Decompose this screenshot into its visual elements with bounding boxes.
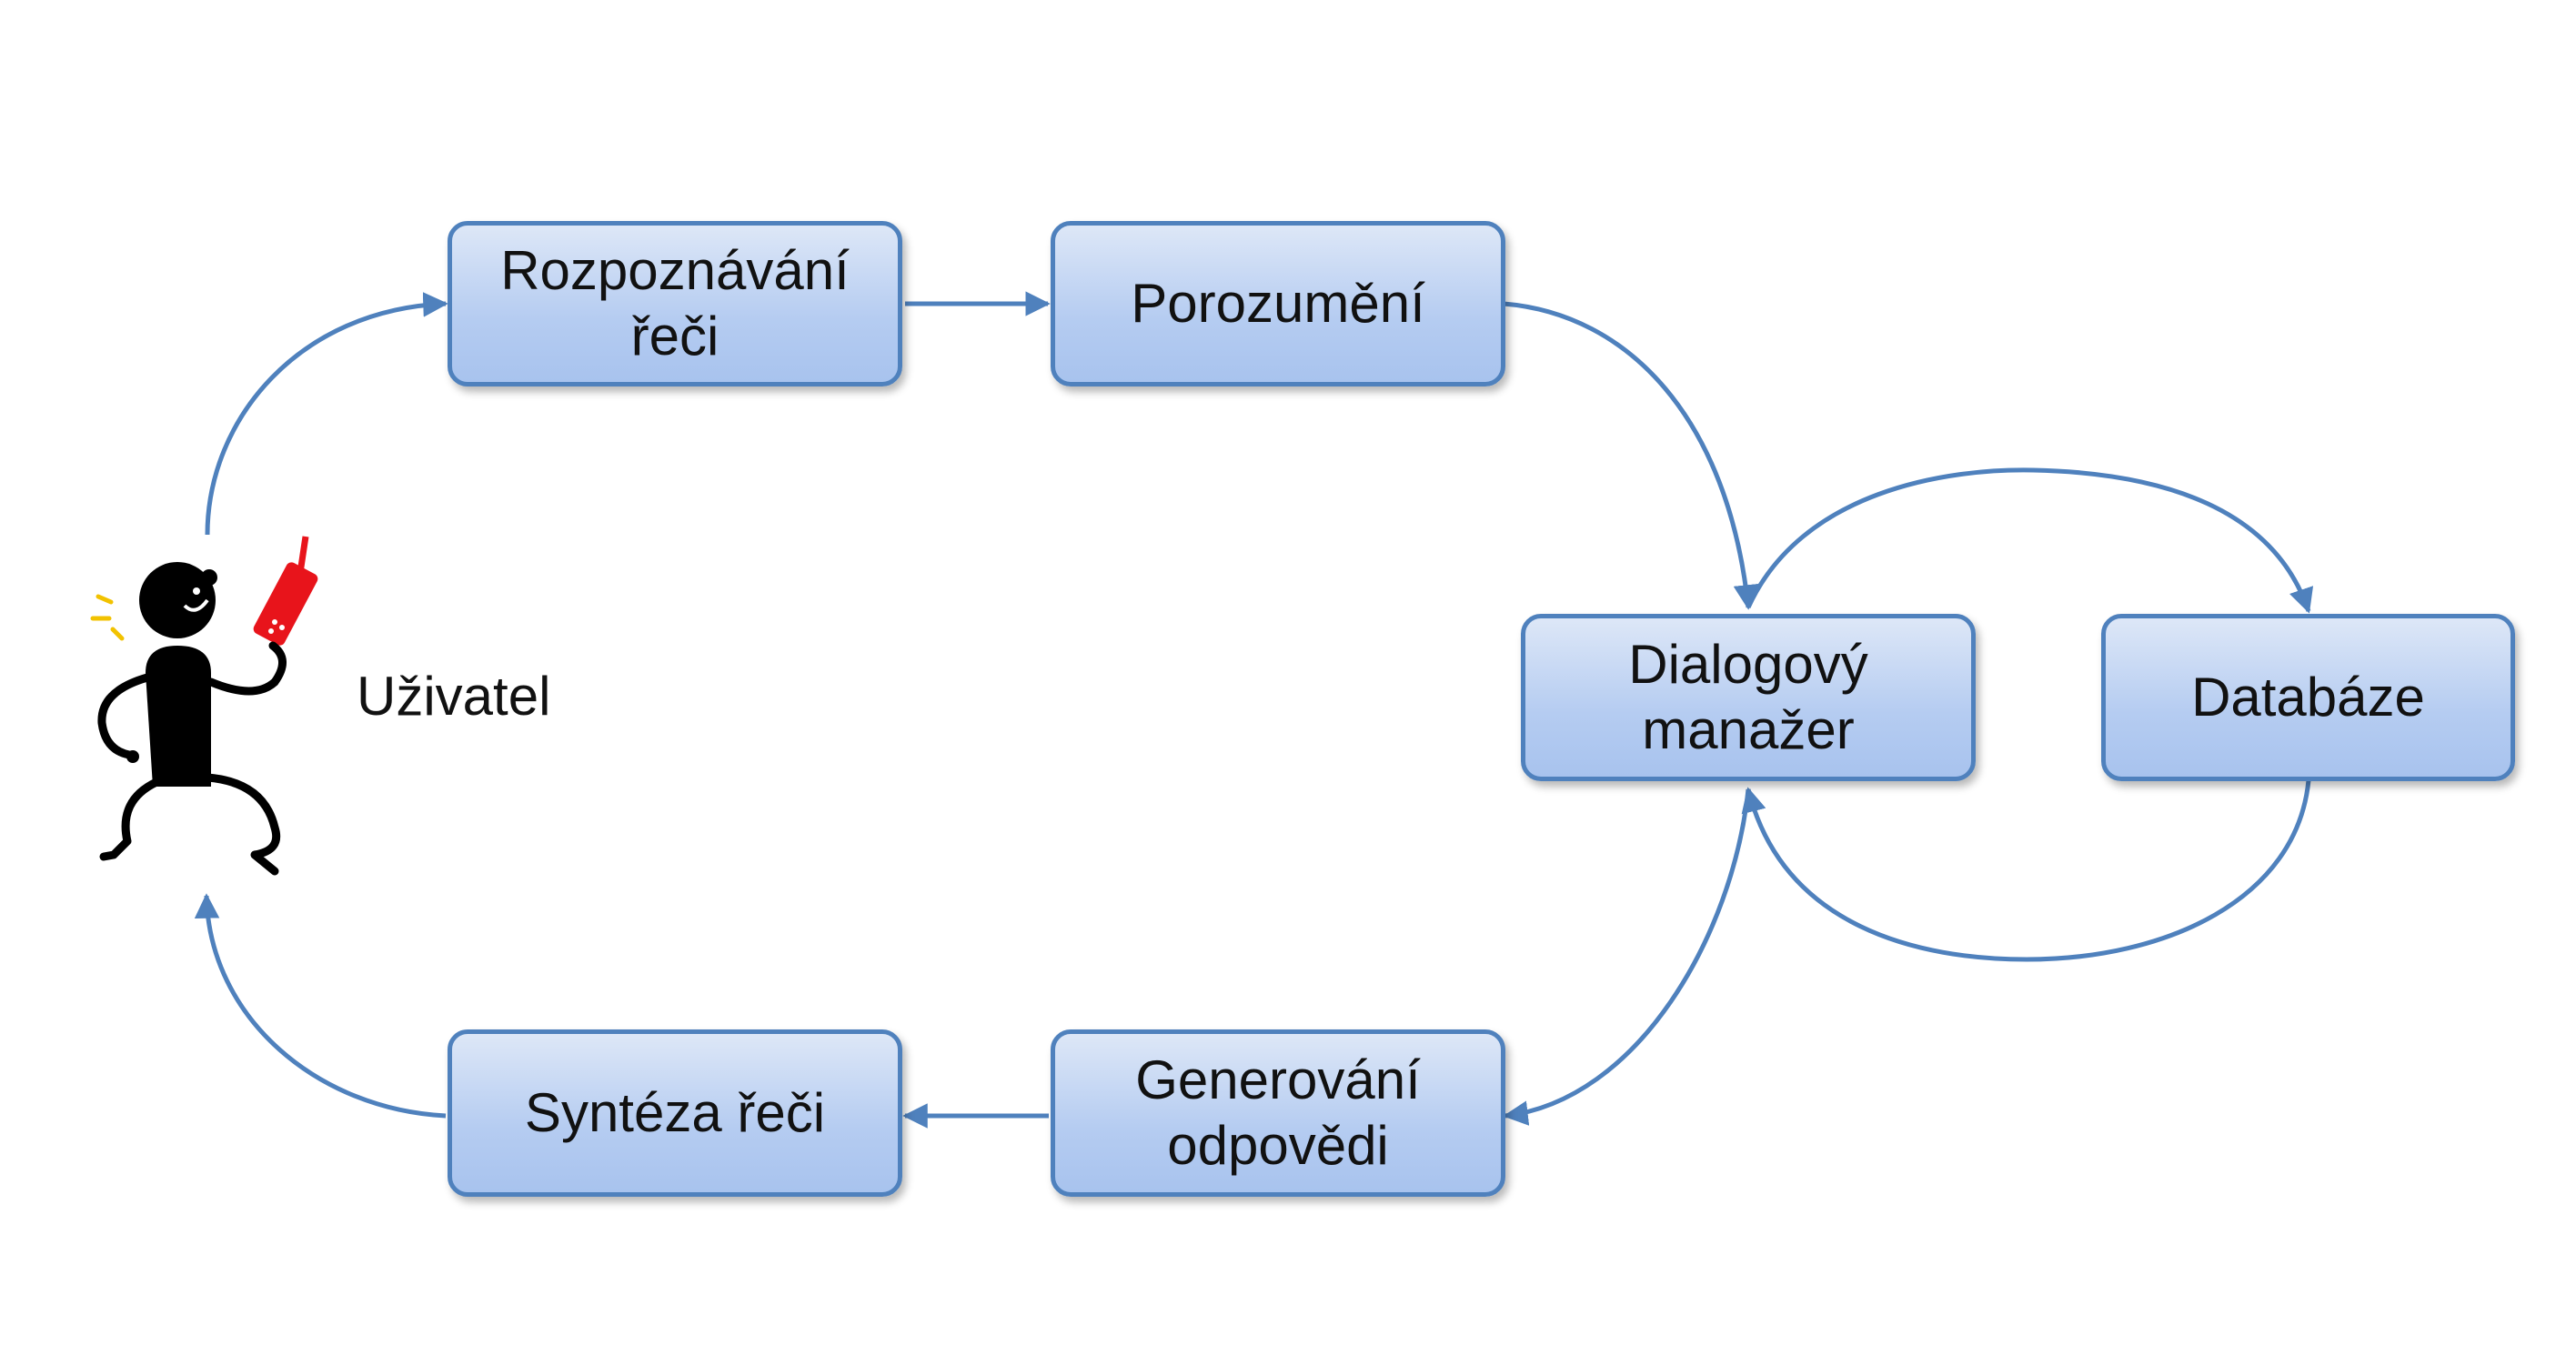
node-dialogue-manager: Dialogový manažer [1521, 614, 1976, 781]
phone-icon [253, 536, 318, 646]
edge-nlu-to-dm [1503, 301, 1759, 610]
edge-tts-to-user [194, 893, 447, 1119]
edge-db-to-dm [1741, 779, 2311, 962]
edge-user-to-asr [205, 292, 448, 536]
stick-person-icon [97, 562, 287, 876]
node-response-generation: Generování odpovědi [1051, 1029, 1505, 1197]
edge-dm-to-db [1746, 467, 2314, 614]
user-label: Uživatel [357, 666, 551, 727]
user-figure-icon [90, 536, 318, 876]
edge-dm-to-nlg [1503, 788, 1751, 1126]
sound-marks-icon [90, 594, 125, 641]
node-understanding: Porozumění [1051, 221, 1505, 386]
node-database: Databáze [2101, 614, 2515, 781]
node-speech-synthesis: Syntéza řeči [448, 1029, 902, 1197]
node-speech-recognition: Rozpoznávání řeči [448, 221, 902, 386]
